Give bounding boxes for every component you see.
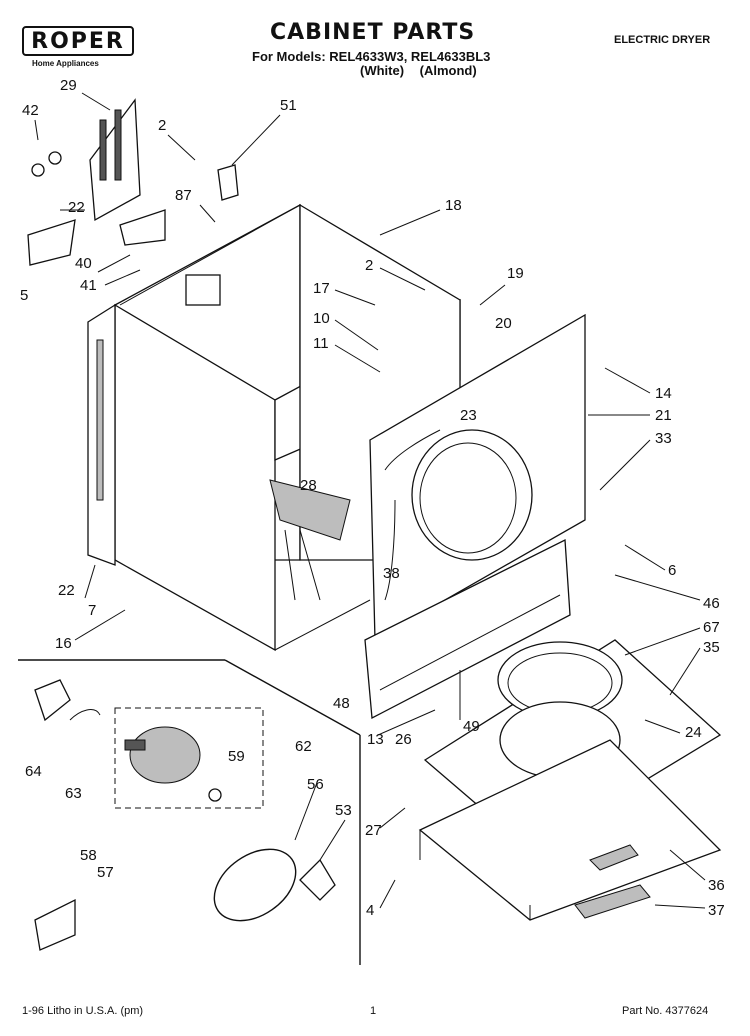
callout-label: 6 xyxy=(668,562,676,579)
callout-label: 57 xyxy=(97,864,114,881)
callout-label: 37 xyxy=(708,902,725,919)
callout-label: 38 xyxy=(383,565,400,582)
callout-label: 2 xyxy=(365,257,373,274)
callout-label: 56 xyxy=(307,776,324,793)
callout-label: 40 xyxy=(75,255,92,272)
model-variants: (White) (Almond) xyxy=(360,63,477,78)
callout-label: 24 xyxy=(685,724,702,741)
part-number: Part No. 4377624 xyxy=(622,1005,709,1017)
callout-label: 19 xyxy=(507,265,524,282)
callout-label: 36 xyxy=(708,877,725,894)
callout-label: 49 xyxy=(463,718,480,735)
page-number: 1 xyxy=(370,1005,377,1017)
callout-label: 67 xyxy=(703,619,720,636)
brand-logo: ROPER Home Appliances xyxy=(22,26,140,68)
callout-label: 28 xyxy=(300,477,317,494)
callout-label: 26 xyxy=(395,731,412,748)
callout-label: 53 xyxy=(335,802,352,819)
callout-label: 18 xyxy=(445,197,462,214)
callout-label: 27 xyxy=(365,822,382,839)
logo-box: ROPER xyxy=(22,26,134,56)
callout-label: 16 xyxy=(55,635,72,652)
control-parts-drawing xyxy=(27,98,239,266)
callout-label: 35 xyxy=(703,639,720,656)
motor-drawing xyxy=(34,679,336,951)
callout-label: 59 xyxy=(228,748,245,765)
brand-name: ROPER xyxy=(31,28,125,54)
callout-label: 17 xyxy=(313,280,330,297)
callout-label: 87 xyxy=(175,187,192,204)
leader-lines xyxy=(34,92,706,909)
base-drawing xyxy=(418,639,722,921)
callout-label: 10 xyxy=(313,310,330,327)
front-panel-drawing xyxy=(364,313,586,720)
callout-label: 22 xyxy=(68,199,85,216)
page-title: CABINET PARTS xyxy=(270,20,476,45)
section-divider xyxy=(224,659,361,736)
callout-label: 33 xyxy=(655,430,672,447)
callout-label: 14 xyxy=(655,385,672,402)
callout-label: 4 xyxy=(366,902,374,919)
callout-label: 51 xyxy=(280,97,297,114)
callout-label: 63 xyxy=(65,785,82,802)
callout-label: 20 xyxy=(495,315,512,332)
callout-label: 7 xyxy=(88,602,96,619)
callout-labels: 29 42 2 51 22 87 40 41 5 18 2 19 17 10 1… xyxy=(20,77,725,919)
product-type: ELECTRIC DRYER xyxy=(614,34,711,46)
callout-label: 46 xyxy=(703,595,720,612)
callout-label: 11 xyxy=(313,335,329,352)
print-info: 1-96 Litho in U.S.A. (pm) xyxy=(22,1005,144,1017)
callout-label: 62 xyxy=(295,738,312,755)
model-numbers: For Models: REL4633W3, REL4633BL3 xyxy=(252,49,491,64)
callout-label: 58 xyxy=(80,847,97,864)
callout-label: 41 xyxy=(80,277,97,294)
callout-label: 22 xyxy=(58,582,75,599)
callout-label: 48 xyxy=(333,695,350,712)
callout-label: 2 xyxy=(158,117,166,134)
callout-label: 64 xyxy=(25,763,42,780)
callout-label: 42 xyxy=(22,102,39,119)
callout-label: 13 xyxy=(367,731,384,748)
callout-label: 21 xyxy=(655,407,672,424)
callout-label: 29 xyxy=(60,77,77,94)
callout-label: 5 xyxy=(20,287,28,304)
brand-tagline: Home Appliances xyxy=(32,59,99,68)
callout-label: 23 xyxy=(460,407,477,424)
